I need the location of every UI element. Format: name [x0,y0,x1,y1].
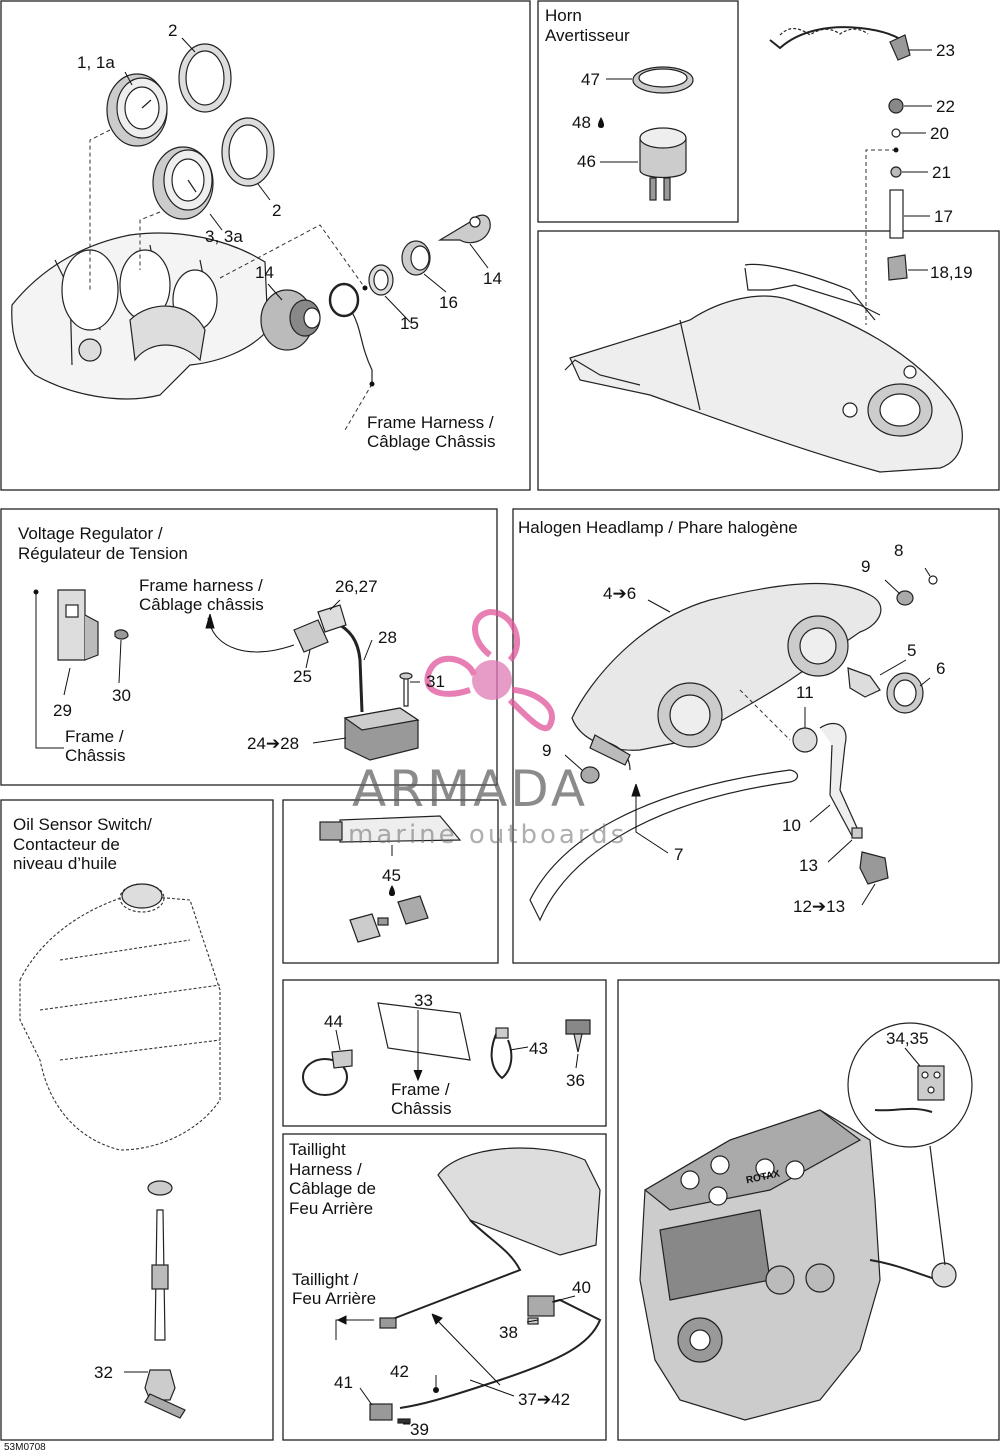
callout-grease-45: 45 [382,866,401,885]
callout-hl-4-6: 4➔6 [603,584,637,603]
callout-hl-13: 13 [799,856,818,875]
bezel-right-drawing [221,117,275,187]
panel-console [537,230,1000,491]
panel-grease [282,799,499,964]
panel-title-voltage-regulator: Voltage Regulator / Régulateur de Tensio… [18,524,188,563]
lanyard-ring-drawing [328,282,373,384]
oil-sensor-drawing [121,883,186,1419]
callout-hl-5: 5 [907,641,917,660]
grease-tube-drawing [319,815,462,943]
callout-horn-47: 47 [581,70,600,89]
callout-vr-frame-harness: Frame harness / Câblage châssis [139,576,264,614]
callout-tl-38: 38 [499,1323,518,1342]
callout-acc-frame: Frame / Châssis [391,1080,452,1118]
panel-oil-sensor [0,799,274,1441]
callout-switch-left: 14 [255,263,274,282]
callout-acc-36: 36 [566,1071,585,1090]
callout-vr-25: 25 [293,667,312,686]
callout-hl-9-top: 9 [861,557,871,576]
voltage-regulator-drawing [57,589,420,761]
taillight-harness-drawing [369,1147,602,1424]
callout-23: 23 [936,41,955,60]
switch-14-drawing [260,289,321,351]
cap-16-drawing [401,240,431,276]
callout-hl-11: 11 [796,683,814,702]
callout-18-19: 18,19 [930,263,973,282]
callout-engine-34-35: 34,35 [886,1029,929,1048]
callout-tl-taillight: Taillight / Feu Arrière [292,1270,377,1308]
callout-tl-39: 39 [410,1420,429,1439]
callout-hl-12-13: 12➔13 [793,897,846,916]
callout-vr-frame: Frame / Châssis [65,727,126,765]
callout-acc-33: 33 [414,991,433,1010]
ring-15-drawing [368,264,394,296]
callout-tl-41: 41 [334,1373,353,1392]
callout-20: 20 [930,124,949,143]
accessories-drawing [302,1002,591,1096]
callout-hl-10: 10 [782,816,801,835]
watermark-logo-icon [424,608,555,732]
oil-tank-drawing [19,883,221,1151]
callout-gauge-main: 1, 1a [77,53,115,72]
panel-title-oil-sensor: Oil Sensor Switch/ Contacteur de niveau … [13,815,152,873]
horn-parts-drawing [632,66,694,201]
panel-title-headlamp: Halogen Headlamp / Phare halogène [518,518,798,537]
dash-console-drawing [11,232,269,400]
grease-drop-icon-2 [389,885,395,896]
callout-hl-8: 8 [894,541,904,560]
bezel-top-drawing [178,43,232,113]
callout-tl-40: 40 [572,1278,591,1297]
callout-hl-9-bottom: 9 [542,741,552,760]
callout-17: 17 [934,207,953,226]
panel-horn [537,0,739,223]
panel-gauges [0,0,531,491]
callout-vr-30: 30 [112,686,131,705]
gauge-tachometer-drawing [152,146,214,220]
callout-vr-28: 28 [378,628,397,647]
engine-drawing [639,1109,957,1421]
callout-horn-46: 46 [577,152,596,171]
panel-engine [617,979,1000,1441]
callout-vr-24-28: 24➔28 [247,734,300,753]
callout-ring-15: 15 [400,314,419,333]
connector-detail-drawing [847,1022,973,1266]
key-switch-drawing [437,214,491,244]
gauge-speedometer-drawing [106,73,168,147]
callout-switch-right: 14 [483,269,502,288]
watermark-brand: ARMADA [352,760,589,818]
headlamp-drawing [529,575,938,922]
callout-vr-26-27: 26,27 [335,577,378,596]
figure-code: 53M0708 [4,1442,46,1453]
callout-vr-29: 29 [53,701,72,720]
panel-headlamp [512,508,1000,964]
callout-hl-7: 7 [674,845,684,864]
panel-taillight [282,1133,607,1441]
callout-21: 21 [932,163,951,182]
callout-bezel-top: 2 [168,21,178,40]
watermark-tagline: marine outboards [348,820,628,850]
callout-tl-37-42: 37➔42 [518,1390,571,1409]
callout-bezel-right: 2 [272,201,282,220]
tether-cord-drawing [769,26,911,281]
callout-cap-16: 16 [439,293,458,312]
callout-oil-32: 32 [94,1363,113,1382]
callout-hl-6: 6 [936,659,946,678]
callout-horn-48: 48 [572,113,591,132]
callout-frame-harness-top: Frame Harness / Câblage Châssis [367,413,496,451]
panel-voltage-regulator [0,508,498,786]
panel-title-horn: Horn Avertisseur [545,6,630,45]
panel-title-taillight-harness: Taillight Harness / Câblage de Feu Arriè… [289,1140,376,1218]
callout-22: 22 [936,97,955,116]
callout-vr-31: 31 [426,672,445,691]
console-hood-drawing [564,263,963,473]
callout-tl-42: 42 [390,1362,409,1381]
callout-acc-43: 43 [529,1039,548,1058]
panel-accessories [282,979,607,1127]
callout-acc-44: 44 [324,1012,343,1031]
grease-drop-icon [598,117,604,128]
callout-gauge-tach: 3, 3a [205,227,243,246]
